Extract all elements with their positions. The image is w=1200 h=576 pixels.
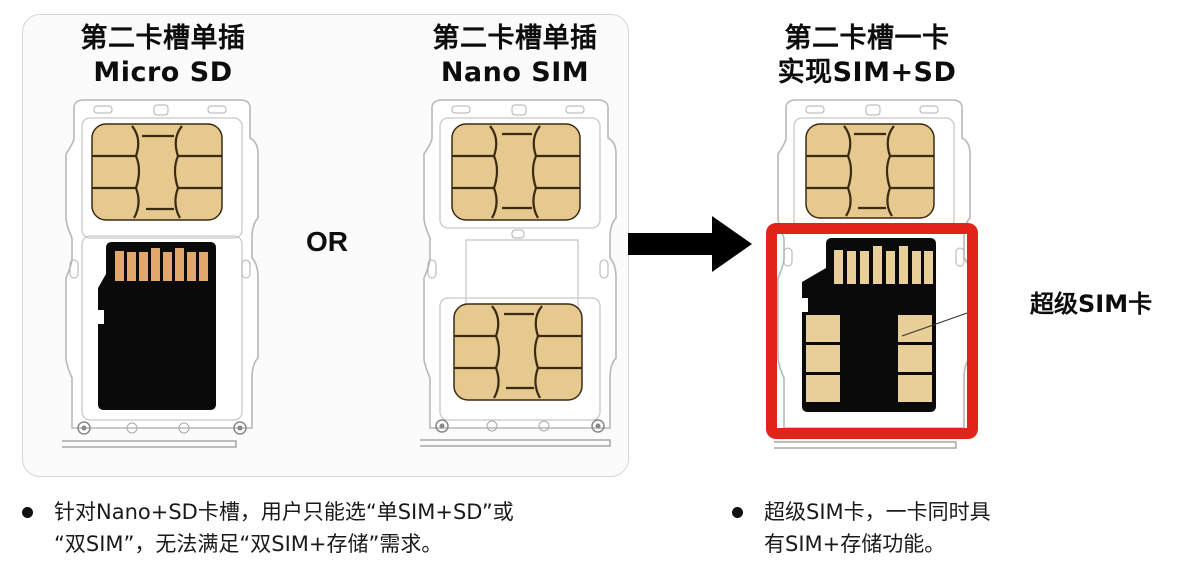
nano-sim-card bbox=[453, 303, 583, 401]
tray-sim-sd-illustration bbox=[62, 99, 259, 448]
note-left-line1: 针对Nano+SD卡槽，用户只能选“单SIM+SD”或 bbox=[54, 500, 514, 524]
super-sim-highlight-frame bbox=[766, 223, 978, 439]
option-b-title-line1: 第二卡槽单插 bbox=[432, 23, 598, 54]
option-a-title: 第二卡槽单插 Micro SD bbox=[48, 22, 278, 90]
nano-sim-card bbox=[91, 123, 223, 221]
note-left-line2: “双SIM”，无法满足“双SIM+存储”需求。 bbox=[54, 532, 443, 556]
note-right: 超级SIM卡，一卡同时具 有SIM+存储功能。 bbox=[732, 496, 1132, 566]
note-right-line1: 超级SIM卡，一卡同时具 bbox=[764, 500, 991, 524]
right-arrow-icon bbox=[628, 216, 752, 276]
super-sim-title-line1: 第二卡槽一卡 bbox=[784, 23, 950, 54]
tray-super-sim bbox=[774, 98, 974, 458]
super-sim-title: 第二卡槽一卡 实现SIM+SD bbox=[752, 22, 982, 90]
option-a-title-line1: 第二卡槽单插 bbox=[80, 23, 246, 54]
tray-option-b bbox=[420, 98, 620, 458]
micro-sd-card bbox=[98, 242, 216, 410]
or-separator: OR bbox=[306, 226, 348, 257]
note-left: 针对Nano+SD卡槽，用户只能选“单SIM+SD”或 “双SIM”，无法满足“… bbox=[22, 496, 662, 566]
nano-sim-card bbox=[805, 123, 935, 219]
tray-option-a bbox=[62, 98, 262, 458]
tray-dual-sim-illustration bbox=[420, 99, 617, 447]
option-b-title-line2: Nano SIM bbox=[440, 57, 590, 88]
nano-sim-card bbox=[451, 123, 581, 221]
bullet-icon bbox=[732, 507, 743, 518]
super-sim-callout-label: 超级SIM卡 bbox=[1030, 290, 1153, 318]
option-b-title: 第二卡槽单插 Nano SIM bbox=[400, 22, 630, 90]
note-right-line2: 有SIM+存储功能。 bbox=[764, 532, 946, 556]
tray-super-sim-illustration bbox=[774, 99, 974, 449]
option-a-title-line2: Micro SD bbox=[93, 57, 233, 88]
bullet-icon bbox=[22, 507, 33, 518]
super-sim-card bbox=[802, 238, 936, 412]
super-sim-title-line2: 实现SIM+SD bbox=[777, 57, 957, 88]
